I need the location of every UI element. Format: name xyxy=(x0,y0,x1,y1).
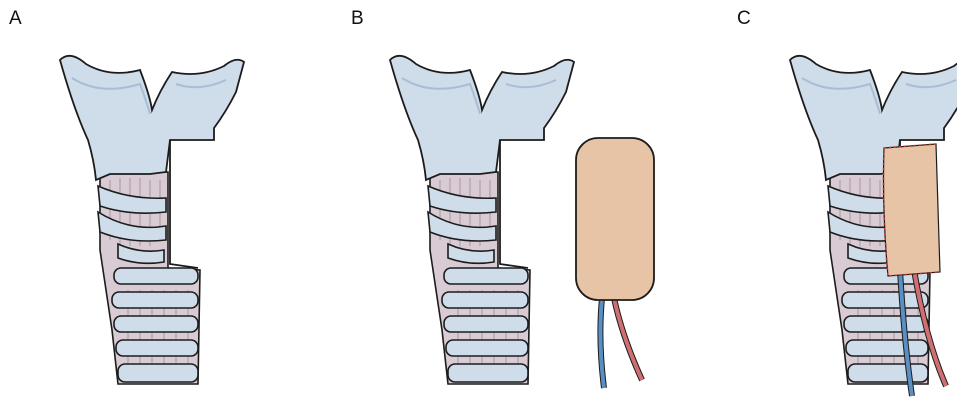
skin-paddle-c xyxy=(884,144,941,276)
larynx-defect-b xyxy=(390,56,574,384)
skin-paddle-b xyxy=(576,138,654,300)
free-flap-b xyxy=(576,138,654,388)
larynx-defect-a xyxy=(60,56,244,384)
